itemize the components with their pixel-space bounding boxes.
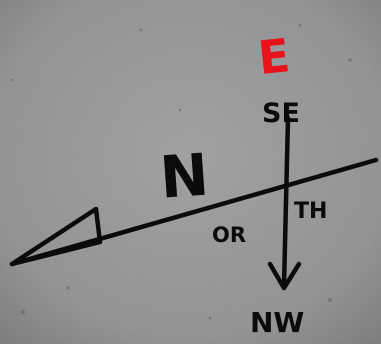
label-or: OR (212, 223, 246, 247)
label-nw: NW (250, 306, 304, 339)
down-arrowhead-icon (267, 261, 302, 291)
left-arrowhead-icon (9, 206, 103, 267)
label-se: SE (262, 98, 300, 129)
surface-speckles (10, 23, 352, 320)
big-letter-n: N (158, 140, 211, 211)
vertical-line (281, 115, 291, 289)
red-letter-e: E (255, 28, 292, 85)
label-th: TH (294, 199, 327, 224)
